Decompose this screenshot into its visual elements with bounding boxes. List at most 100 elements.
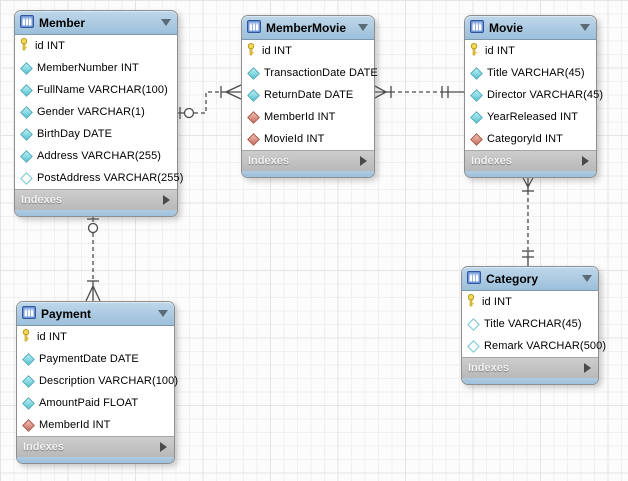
collapse-arrow-icon[interactable] (158, 310, 168, 317)
indexes-expand-arrow-icon[interactable] (160, 442, 167, 452)
table-bottom-strip (17, 457, 174, 463)
column-row[interactable]: MovieId INT (242, 128, 374, 150)
column-notnull-diamond-icon (470, 110, 483, 124)
column-row[interactable]: Title VARCHAR(45) (462, 313, 598, 335)
column-notnull-diamond-icon (22, 352, 35, 366)
indexes-bar[interactable]: Indexes (242, 150, 374, 171)
column-label: MovieId INT (264, 133, 325, 145)
indexes-expand-arrow-icon[interactable] (582, 156, 589, 166)
column-row[interactable]: id INT (242, 40, 374, 62)
column-label: id INT (35, 40, 65, 52)
column-row[interactable]: Address VARCHAR(255) (15, 145, 177, 167)
primary-key-icon (20, 38, 31, 54)
table-member-title: Member (39, 15, 86, 30)
column-notnull-diamond-icon (22, 396, 35, 410)
column-row[interactable]: Gender VARCHAR(1) (15, 101, 177, 123)
column-row[interactable]: PaymentDate DATE (17, 348, 174, 370)
column-row[interactable]: AmountPaid FLOAT (17, 392, 174, 414)
column-notnull-diamond-icon (470, 88, 483, 102)
indexes-expand-arrow-icon[interactable] (584, 363, 591, 373)
column-row[interactable]: BirthDay DATE (15, 123, 177, 145)
column-label: id INT (485, 45, 515, 57)
collapse-arrow-icon[interactable] (580, 24, 590, 31)
table-membermovie[interactable]: MemberMovie id INT TransactionDate DATE … (241, 15, 378, 178)
indexes-bar[interactable]: Indexes (17, 436, 174, 457)
column-row[interactable]: Description VARCHAR(100) (17, 370, 178, 392)
collapse-arrow-icon[interactable] (358, 24, 368, 31)
column-label: Remark VARCHAR(500) (484, 340, 607, 352)
table-member-header[interactable]: Member (15, 11, 177, 35)
column-notnull-diamond-icon (22, 374, 35, 388)
table-membermovie-header[interactable]: MemberMovie (242, 16, 374, 40)
table-movie-title: Movie (489, 20, 524, 35)
primary-key-icon (470, 43, 481, 59)
table-membermovie-title: MemberMovie (266, 20, 347, 35)
column-row[interactable]: MemberNumber INT (15, 57, 177, 79)
indexes-label: Indexes (23, 441, 64, 453)
column-row[interactable]: PostAddress VARCHAR(255) (15, 167, 183, 189)
column-row[interactable]: FullName VARCHAR(100) (15, 79, 177, 101)
column-row[interactable]: Remark VARCHAR(500) (462, 335, 606, 357)
column-row[interactable]: MemberId INT (17, 414, 174, 436)
column-label: TransactionDate DATE (264, 67, 378, 79)
column-notnull-diamond-icon (470, 66, 483, 80)
collapse-arrow-icon[interactable] (582, 275, 592, 282)
primary-key-icon (22, 329, 33, 345)
relationship-member-payment (85, 213, 101, 302)
column-label: Description VARCHAR(100) (39, 375, 179, 387)
table-payment[interactable]: Payment id INT PaymentDate DATE Descript… (16, 301, 178, 464)
table-icon (20, 14, 34, 31)
column-label: Title VARCHAR(45) (484, 318, 582, 330)
column-label: MemberId INT (39, 419, 111, 431)
column-label: PostAddress VARCHAR(255) (37, 172, 184, 184)
relationship-member-membermovie (176, 84, 242, 119)
indexes-expand-arrow-icon[interactable] (360, 156, 367, 166)
column-row[interactable]: CategoryId INT (465, 128, 596, 150)
table-icon (22, 305, 36, 322)
table-movie[interactable]: Movie id INT Title VARCHAR(45) Director … (464, 15, 603, 178)
column-notnull-diamond-icon (20, 61, 33, 75)
column-row[interactable]: Title VARCHAR(45) (465, 62, 596, 84)
relationship-membermovie-movie (372, 84, 464, 100)
column-label: Director VARCHAR(45) (487, 89, 604, 101)
table-member[interactable]: Member id INT MemberNumber INT FullName … (14, 10, 183, 217)
table-icon (470, 19, 484, 36)
column-row[interactable]: TransactionDate DATE (242, 62, 378, 84)
column-label: Gender VARCHAR(1) (37, 106, 145, 118)
indexes-expand-arrow-icon[interactable] (163, 195, 170, 205)
foreign-key-diamond-icon (247, 132, 260, 146)
column-row[interactable]: YearReleased INT (465, 106, 596, 128)
column-row[interactable]: id INT (462, 291, 598, 313)
column-label: id INT (482, 296, 512, 308)
column-row[interactable]: Director VARCHAR(45) (465, 84, 603, 106)
column-label: ReturnDate DATE (264, 89, 354, 101)
table-category[interactable]: Category id INT Title VARCHAR(45) Remark… (461, 266, 606, 385)
indexes-bar[interactable]: Indexes (462, 357, 598, 378)
column-label: FullName VARCHAR(100) (37, 84, 168, 96)
column-row[interactable]: id INT (465, 40, 596, 62)
indexes-bar[interactable]: Indexes (465, 150, 596, 171)
table-category-header[interactable]: Category (462, 267, 598, 291)
column-nullable-diamond-icon (467, 317, 480, 331)
indexes-bar[interactable]: Indexes (15, 189, 177, 210)
table-icon (247, 19, 261, 36)
table-bottom-strip (465, 171, 596, 177)
foreign-key-diamond-icon (470, 132, 483, 146)
collapse-arrow-icon[interactable] (161, 19, 171, 26)
relationship-movie-category (520, 173, 536, 266)
column-row[interactable]: ReturnDate DATE (242, 84, 374, 106)
foreign-key-diamond-icon (22, 418, 35, 432)
column-notnull-diamond-icon (247, 88, 260, 102)
column-row[interactable]: id INT (15, 35, 177, 57)
table-bottom-strip (242, 171, 374, 177)
table-payment-header[interactable]: Payment (17, 302, 174, 326)
column-row[interactable]: id INT (17, 326, 174, 348)
table-movie-header[interactable]: Movie (465, 16, 596, 40)
foreign-key-diamond-icon (247, 110, 260, 124)
table-icon (467, 270, 481, 287)
table-payment-title: Payment (41, 306, 92, 321)
column-row[interactable]: MemberId INT (242, 106, 374, 128)
primary-key-icon (247, 43, 258, 59)
primary-key-icon (467, 294, 478, 310)
